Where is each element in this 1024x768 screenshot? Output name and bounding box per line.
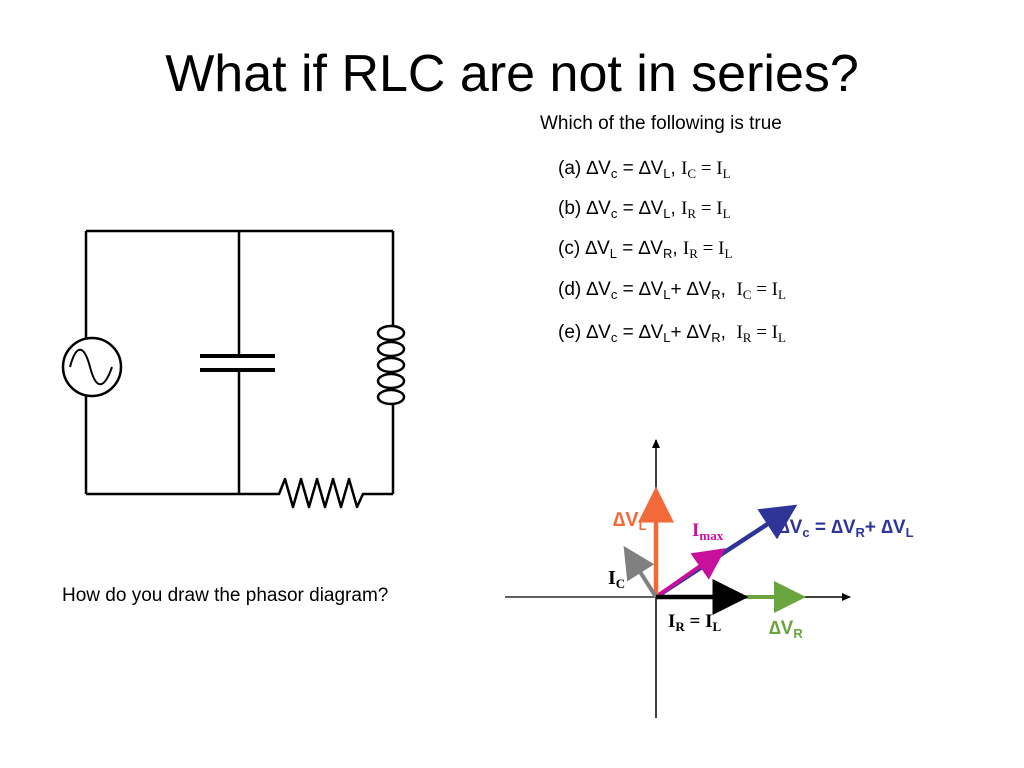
delta-symbol: ∆ <box>586 198 599 219</box>
delta-symbol: ∆ <box>686 322 699 343</box>
ac-source-icon <box>61 336 123 398</box>
delta-symbol: ∆ <box>585 238 598 259</box>
label-delta-v-c-equation: ∆Vc = ∆VR+ ∆VL <box>778 517 914 540</box>
delta-symbol: ∆ <box>638 198 651 219</box>
option-d: (d) ∆Vc = ∆VL+ ∆VR, IC = IL <box>558 279 786 302</box>
label-i-max: Imax <box>692 520 724 543</box>
option-c: (c) ∆VL = ∆VR, IR = IL <box>558 238 733 261</box>
label-delta-v-l: ∆VL <box>613 509 647 533</box>
delta-symbol: ∆ <box>638 238 651 259</box>
vector-i-max <box>654 548 726 599</box>
delta-symbol: ∆ <box>686 279 699 300</box>
option-a: (a) ∆Vc = ∆VL, IC = IL <box>558 158 731 181</box>
delta-symbol: ∆ <box>586 158 599 179</box>
delta-symbol: ∆ <box>586 279 599 300</box>
delta-symbol: ∆ <box>613 509 626 531</box>
vector-i-c <box>623 545 658 599</box>
option-letter: (c) <box>558 238 586 259</box>
delta-symbol: ∆ <box>638 158 651 179</box>
option-letter: (a) <box>558 158 587 179</box>
capacitor-icon <box>200 354 275 372</box>
option-letter: (d) <box>558 279 587 300</box>
phasor-question-text: How do you draw the phasor diagram? <box>62 585 389 606</box>
resistor-zigzag-icon <box>272 477 368 509</box>
delta-symbol: ∆ <box>586 322 599 343</box>
option-e: (e) ∆Vc = ∆VL+ ∆VR, IR = IL <box>558 322 786 345</box>
label-i-c: IC <box>608 567 626 591</box>
option-b: (b) ∆Vc = ∆VL, IR = IL <box>558 198 731 221</box>
circuit <box>84 229 395 496</box>
delta-symbol: ∆ <box>638 279 651 300</box>
label-i-r-equals-i-l: IR = IL <box>668 611 722 634</box>
question-text: Which of the following is true <box>540 113 782 134</box>
delta-symbol: ∆ <box>638 322 651 343</box>
option-letter: (e) <box>558 322 587 343</box>
label-delta-v-r: ∆VR <box>769 618 803 641</box>
inductor-coil-icon <box>376 322 406 408</box>
slide-title: What if RLC are not in series? <box>165 45 859 103</box>
option-letter: (b) <box>558 198 587 219</box>
